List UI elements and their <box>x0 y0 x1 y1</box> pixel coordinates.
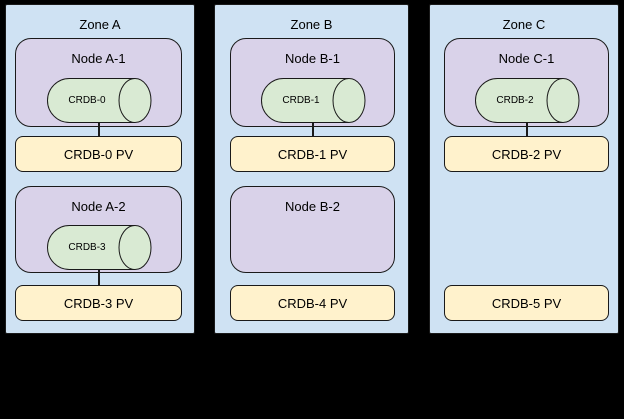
pv-crdb-3: CRDB-3 PV <box>15 285 182 321</box>
database-cylinder-icon <box>47 78 152 123</box>
connector-line <box>98 269 100 285</box>
node-b-2-title: Node B-2 <box>285 199 340 214</box>
crdb-3-cylinder: CRDB-3 <box>47 225 152 270</box>
connector-line <box>98 122 100 136</box>
zone-b-title: Zone B <box>290 17 333 32</box>
database-cylinder-icon <box>47 225 152 270</box>
pv-crdb-2: CRDB-2 PV <box>444 136 609 172</box>
node-a-1-title: Node A-1 <box>71 51 126 66</box>
crdb-1-label: CRDB-1 <box>282 95 320 106</box>
node-a-2-title: Node A-2 <box>71 199 126 214</box>
node-c-1-title: Node C-1 <box>498 51 555 66</box>
connector-line <box>526 122 528 136</box>
crdb-2-label: CRDB-2 <box>496 95 534 106</box>
node-a-1: Node A-1 CRDB-0 <box>15 38 182 127</box>
zone-b: Zone B Node B-1 CRDB-1 CRDB-1 PV Node B-… <box>214 4 409 334</box>
database-cylinder-icon <box>475 78 580 123</box>
database-cylinder-icon <box>261 78 366 123</box>
zone-c: Zone C Node C-1 CRDB-2 CRDB-2 PV CRDB-5 … <box>429 4 619 334</box>
node-b-1: Node B-1 CRDB-1 <box>230 38 395 127</box>
crdb-1-cylinder: CRDB-1 <box>261 78 366 123</box>
node-b-2: Node B-2 <box>230 186 395 273</box>
zone-a-title: Zone A <box>79 17 121 32</box>
zone-a: Zone A Node A-1 CRDB-0 CRDB-0 PV Node A-… <box>5 4 195 334</box>
pv-crdb-4: CRDB-4 PV <box>230 285 395 321</box>
pv-crdb-0: CRDB-0 PV <box>15 136 182 172</box>
pv-crdb-5: CRDB-5 PV <box>444 285 609 321</box>
node-c-1: Node C-1 CRDB-2 <box>444 38 609 127</box>
zone-c-title: Zone C <box>502 17 546 32</box>
node-b-1-title: Node B-1 <box>285 51 340 66</box>
crdb-3-label: CRDB-3 <box>68 242 106 253</box>
crdb-0-cylinder: CRDB-0 <box>47 78 152 123</box>
crdb-2-cylinder: CRDB-2 <box>475 78 580 123</box>
pv-crdb-1: CRDB-1 PV <box>230 136 395 172</box>
crdb-0-label: CRDB-0 <box>68 95 106 106</box>
node-a-2: Node A-2 CRDB-3 <box>15 186 182 273</box>
connector-line <box>312 122 314 136</box>
